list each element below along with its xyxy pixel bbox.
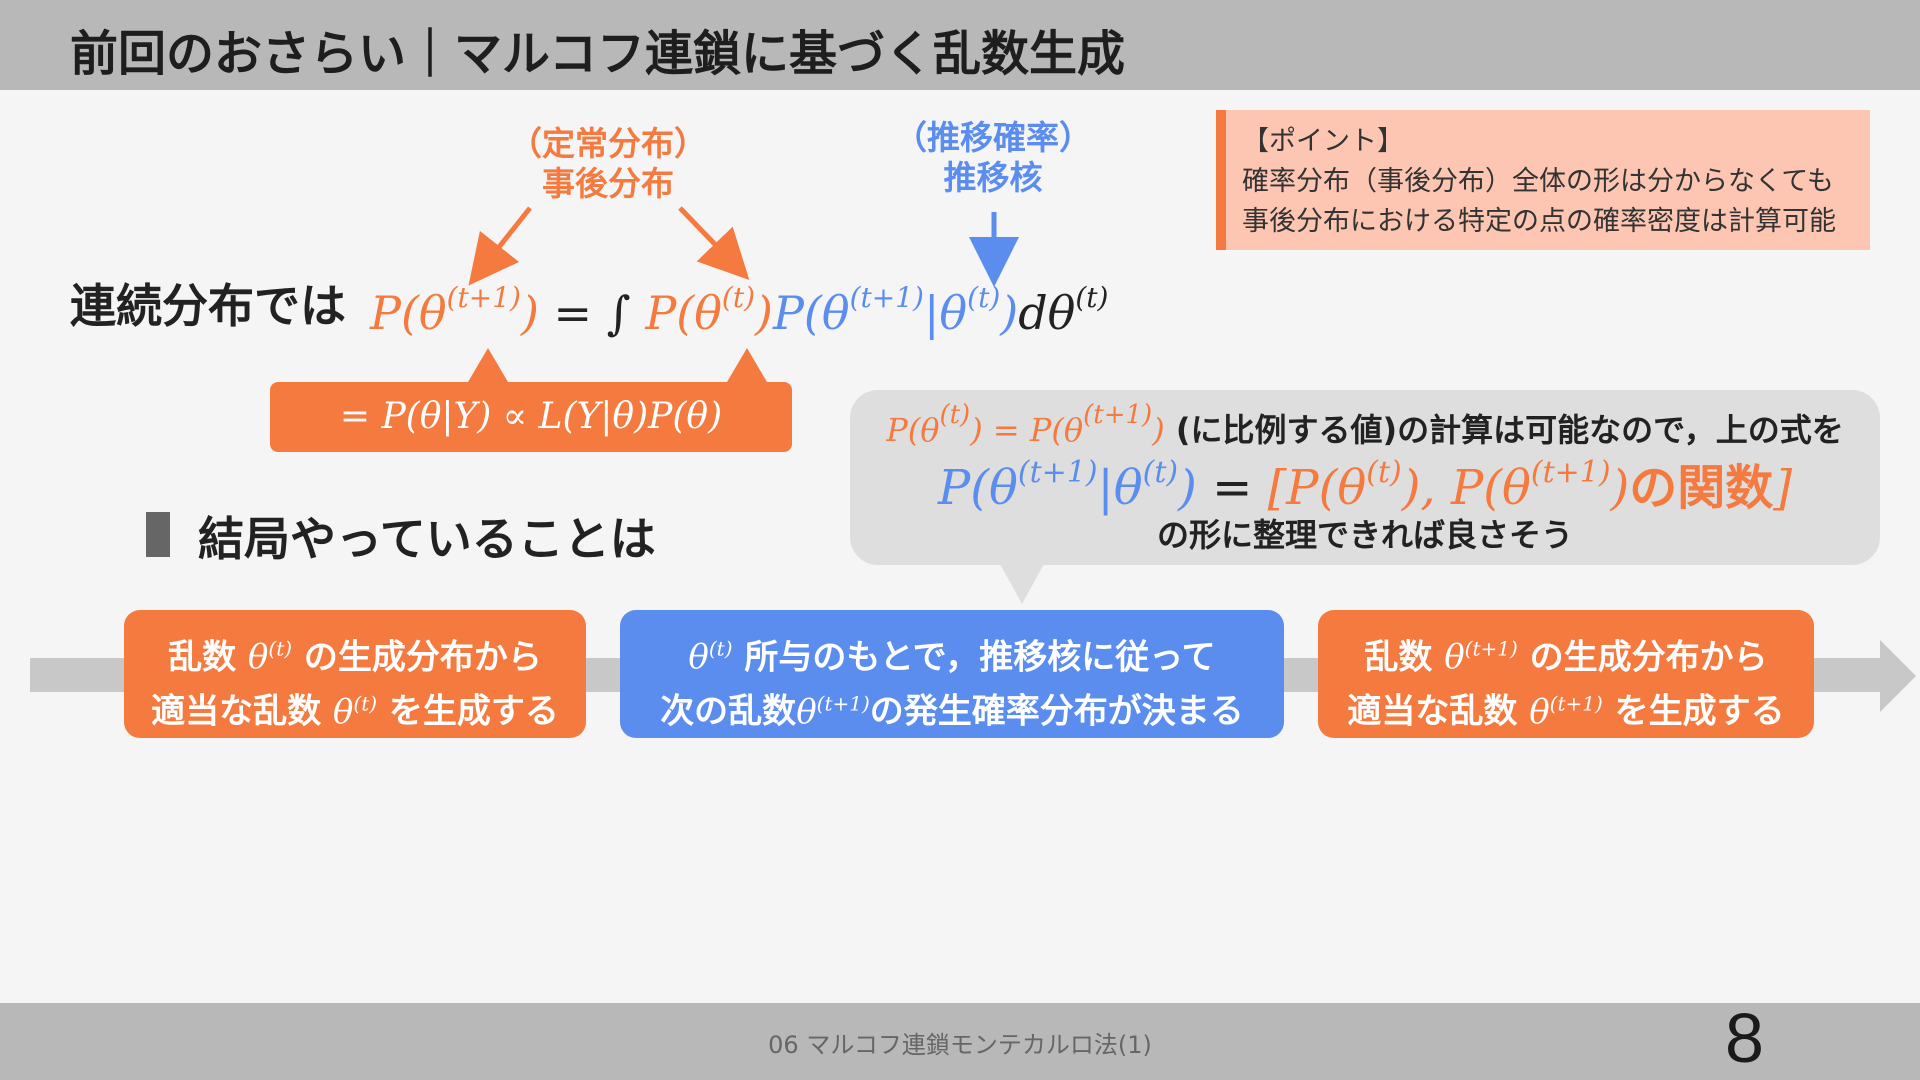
step-3-box: 乱数 θ(t+1) の生成分布から 適当な乱数 θ(t+1) を生成する [1318,610,1814,738]
stationary-label-line1: （定常分布） [509,124,707,163]
slide-title: 前回のおさらい｜マルコフ連鎖に基づく乱数生成 [70,26,1126,82]
point-box-line2: 事後分布における特定の点の確率密度は計算可能 [1242,206,1836,237]
bubble-line2-text: の関数 [1629,460,1774,516]
bubble-line1: P(θ(t)) = P(θ(t+1)) (に比例する値)の計算は可能なので，上の… [886,400,1844,449]
step-1-box: 乱数 θ(t) の生成分布から 適当な乱数 θ(t) を生成する [124,610,586,738]
bubble-line3: の形に整理できれば良さそう [1156,516,1573,554]
chapman-kolmogorov-formula: P(θ(t+1)) = ∫ P(θ(t))P(θ(t+1)|θ(t))dθ(t) [370,281,1109,340]
bubble-line2: P(θ(t+1)|θ(t)) = [P(θ(t)), P(θ(t+1))の関数] [937,455,1793,516]
callout-pointer-right [727,348,767,382]
speech-bubble [850,390,1880,565]
step-2-box: θ(t) 所与のもとで，推移核に従って 次の乱数θ(t+1)の発生確率分布が決ま… [620,610,1284,738]
point-box: 【ポイント】 確率分布（事後分布）全体の形は分からなくても 事後分布における特定… [1216,110,1870,250]
arrow-to-lhs [468,206,532,286]
speech-bubble-pointer [1000,564,1044,604]
formula-kernel: P(θ(t+1)|θ(t)) [772,281,1019,340]
footer-text: 06 マルコフ連鎖モンテカルロ法(1) [768,1031,1152,1059]
stationary-label-line2: 事後分布 [542,164,674,203]
callout-pointer-left [468,348,508,382]
formula-lhs: P(θ(t+1)) [370,281,539,340]
header-bar [0,0,1920,90]
process-arrow-head [1880,640,1916,712]
arrow-to-prior [678,206,750,281]
section-marker [146,512,170,557]
stationary-label: （定常分布） 事後分布 [508,124,708,204]
footer-bar [0,1003,1920,1080]
transition-label-line1: （推移確率） [894,118,1092,157]
transition-label-line2: 推移核 [943,158,1043,197]
point-box-line1: 確率分布（事後分布）全体の形は分からなくても [1242,166,1834,197]
page-number: 8 [1725,999,1764,1077]
transition-label: （推移確率） 推移核 [893,118,1093,198]
formula-label: 連続分布では [70,279,346,333]
formula-prior: P(θ(t)) [645,281,773,340]
section-title: 結局やっていることは [198,512,656,566]
bubble-line1-text: (に比例する値)の計算は可能なので，上の式を [1175,411,1844,449]
point-box-title: 【ポイント】 [1242,126,1404,157]
posterior-callout: = P(θ|Y) ∝ L(Y|θ)P(θ) [270,382,792,452]
